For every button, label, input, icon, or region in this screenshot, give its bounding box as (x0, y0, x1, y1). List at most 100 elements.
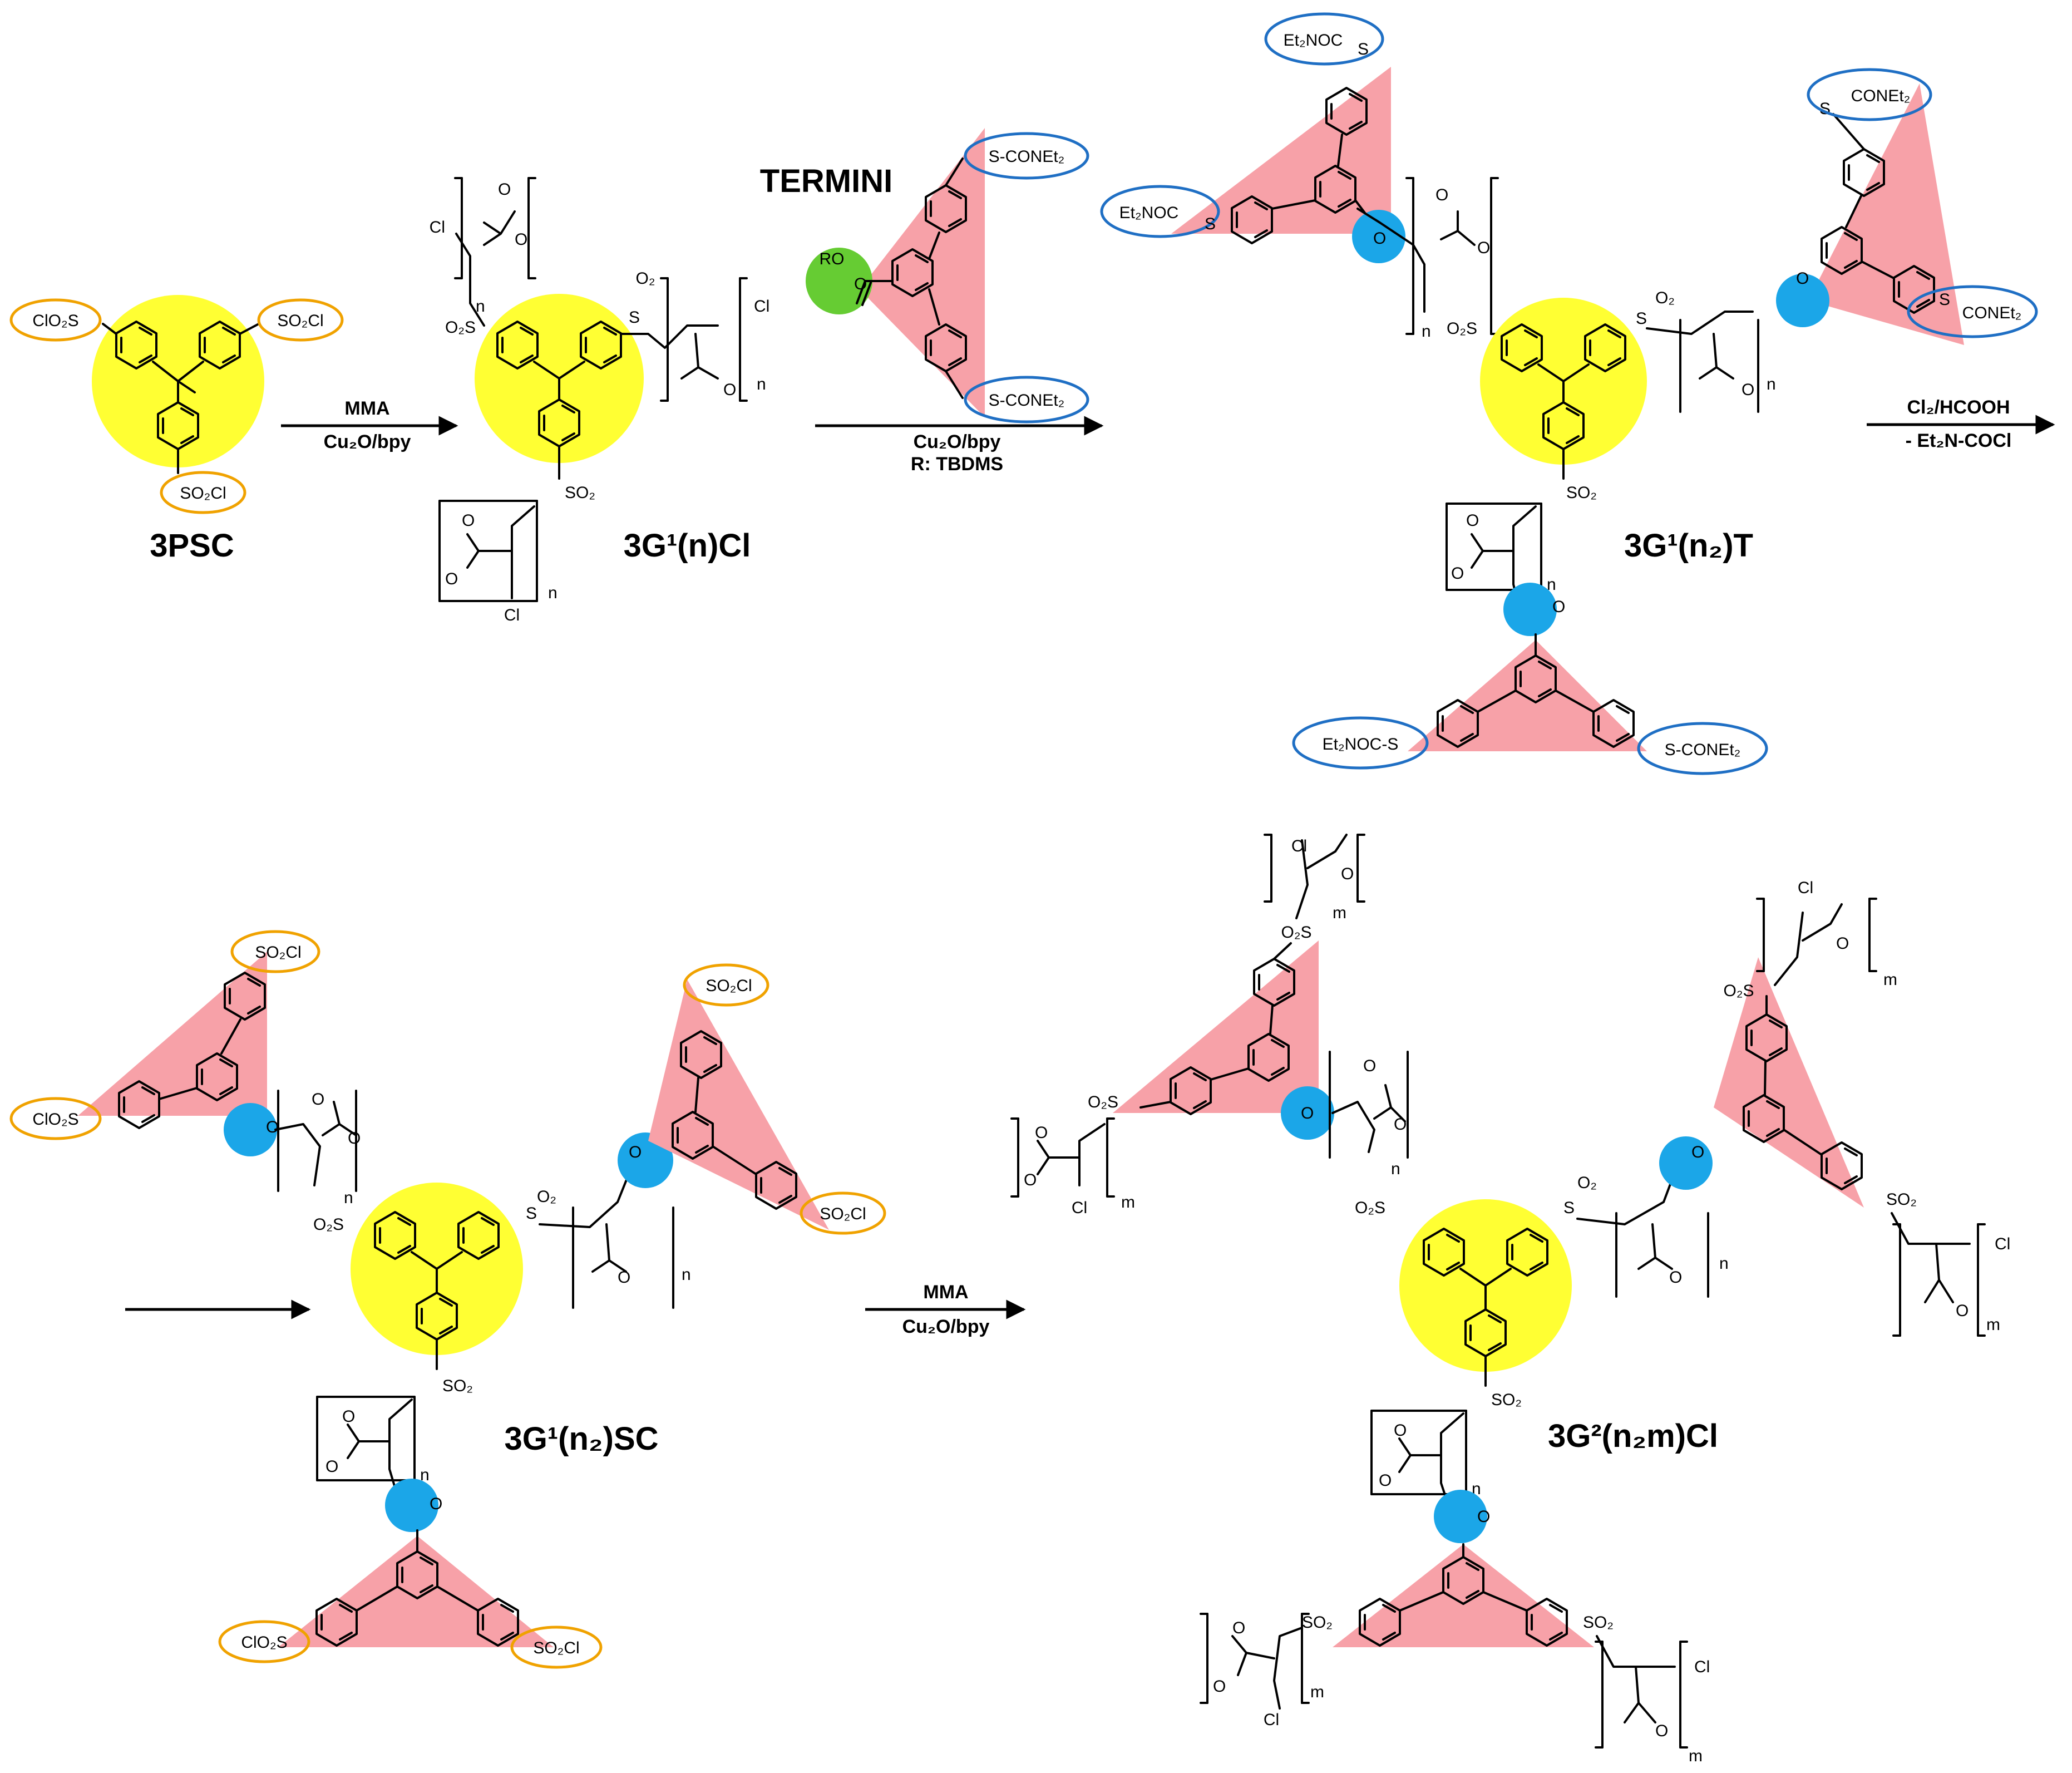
group-label: CONEt₂ (1962, 304, 2022, 322)
group-label: O (1394, 1421, 1407, 1440)
group-label: Et₂NOC-S (1323, 735, 1399, 753)
repeat-index: m (1689, 1747, 1703, 1765)
branch-triangle (1113, 940, 1319, 1113)
group-label: S-CONEt₂ (989, 147, 1065, 166)
branch-triangle (860, 128, 985, 417)
compound-3psc: ClO₂S SO₂Cl SO₂Cl 3PSC (9, 295, 344, 564)
repeat-index: n (757, 375, 766, 393)
group-label: O₂S (1281, 923, 1312, 942)
group-label: S (1636, 309, 1647, 328)
group-label: O (1035, 1124, 1048, 1142)
group-label: O₂ (1577, 1174, 1597, 1192)
group-label: Cl (430, 218, 445, 237)
group-label: SO₂Cl (533, 1639, 579, 1657)
branch-triangle (648, 979, 829, 1230)
group-label: O (1451, 564, 1464, 583)
group-label: Cl (1072, 1199, 1087, 1217)
group-label: ClO₂S (32, 1110, 78, 1129)
group-label: O (1477, 1508, 1490, 1526)
group-label: O (1466, 511, 1479, 530)
linker-disc (1352, 210, 1405, 263)
repeat-index: m (1883, 971, 1897, 989)
linker-disc (1503, 583, 1557, 636)
group-label: O (515, 230, 527, 249)
termini-reagent: RO O S-CONEt₂ S-CONEt₂ TERMINI (760, 128, 1089, 423)
branch-triangle (1333, 1544, 1594, 1647)
group-label: O (1232, 1619, 1245, 1637)
thiocarbamate-ring (1907, 285, 2038, 338)
group-label: RO (820, 250, 845, 268)
group-label: Cl (1995, 1235, 2010, 1253)
compound-label: 3G¹(n₂)T (1624, 528, 1753, 564)
group-label: SO₂ (565, 484, 595, 502)
group-label: O₂S (1355, 1199, 1385, 1217)
group-label: SO₂ (1302, 1613, 1333, 1632)
group-label: S (1939, 290, 1950, 309)
group-label: S-CONEt₂ (1665, 741, 1741, 759)
compound-label: 3G¹(n₂)SC (504, 1421, 658, 1457)
branch-triangle (78, 952, 267, 1116)
group-label: Cl (1694, 1658, 1710, 1676)
group-label: O (266, 1118, 279, 1136)
reaction-arrow-2: Cu₂O/bpy R: TBDMS (815, 416, 1104, 475)
condition-catalyst: Cu₂O/bpy (914, 431, 1001, 452)
group-label: O (1691, 1143, 1704, 1161)
group-label: SO₂Cl (255, 943, 301, 962)
group-label: O (348, 1129, 361, 1147)
group-label: SO₂ (1583, 1613, 1614, 1632)
group-label: SO₂ (1566, 484, 1597, 502)
group-label: O (325, 1457, 338, 1476)
condition-byproduct: - Et₂N-COCl (1906, 430, 2012, 451)
group-label: SO₂ (442, 1377, 473, 1395)
group-label: ClO₂S (241, 1633, 287, 1652)
reaction-arrow-3: Cl₂/HCOOH - Et₂N-COCl (1867, 397, 2055, 451)
sulfonyl-ring (160, 471, 246, 514)
sulfonyl-ring (9, 298, 102, 342)
group-label: O (1379, 1471, 1392, 1490)
condition-catalyst: Cu₂O/bpy (902, 1316, 990, 1337)
group-label: O (342, 1407, 355, 1426)
linker-disc (1281, 1086, 1334, 1140)
compound-label: 3PSC (150, 528, 234, 564)
thiocarbamate-ring (964, 132, 1089, 180)
condition-reagent: Cl₂/HCOOH (1907, 397, 2010, 418)
sulfonyl-ring (218, 1620, 310, 1663)
sulfonyl-ring (800, 1191, 886, 1235)
group-label: O₂S (1447, 319, 1477, 338)
thiocarbamate-ring (1264, 12, 1384, 66)
group-label: S (526, 1204, 537, 1223)
group-label: Cl (1264, 1711, 1279, 1729)
branch-triangle (278, 1536, 554, 1647)
group-label: O (462, 511, 475, 530)
branch-triangle (1408, 640, 1647, 751)
compound-label: 3G²(n₂m)Cl (1548, 1418, 1718, 1454)
group-label: O (1301, 1104, 1314, 1122)
reagent-label: TERMINI (760, 163, 892, 199)
repeat-index: n (1422, 322, 1431, 341)
thiocarbamate-ring (964, 376, 1089, 423)
group-label: O (1213, 1677, 1226, 1696)
termini-head-disc (806, 248, 872, 314)
sulfonyl-ring (510, 1626, 603, 1669)
compound-3g1ncl: Cl O O n O₂S S O₂ Cl O n SO₂ O O Cl n 3G… (430, 177, 769, 624)
group-label: SO₂ (1491, 1391, 1522, 1409)
group-label: S (1205, 215, 1216, 233)
group-label: O (1742, 381, 1754, 399)
group-label: ClO₂S (32, 312, 78, 330)
repeat-index: n (420, 1466, 430, 1484)
group-label: O (1363, 1057, 1376, 1075)
group-label: CONEt₂ (1851, 87, 1911, 105)
group-label: O (1394, 1115, 1407, 1134)
group-label: O (629, 1143, 642, 1161)
linker-disc (224, 1103, 277, 1156)
group-label: SO₂Cl (277, 312, 323, 330)
group-label: Et₂NOC (1119, 204, 1179, 222)
group-label: O₂S (313, 1215, 344, 1234)
linker-disc (1434, 1490, 1487, 1543)
group-label: O (312, 1090, 324, 1109)
repeat-index: n (1767, 375, 1776, 393)
linker-disc (1776, 274, 1829, 327)
group-label: O (1435, 186, 1448, 204)
repeat-index: n (548, 584, 558, 602)
